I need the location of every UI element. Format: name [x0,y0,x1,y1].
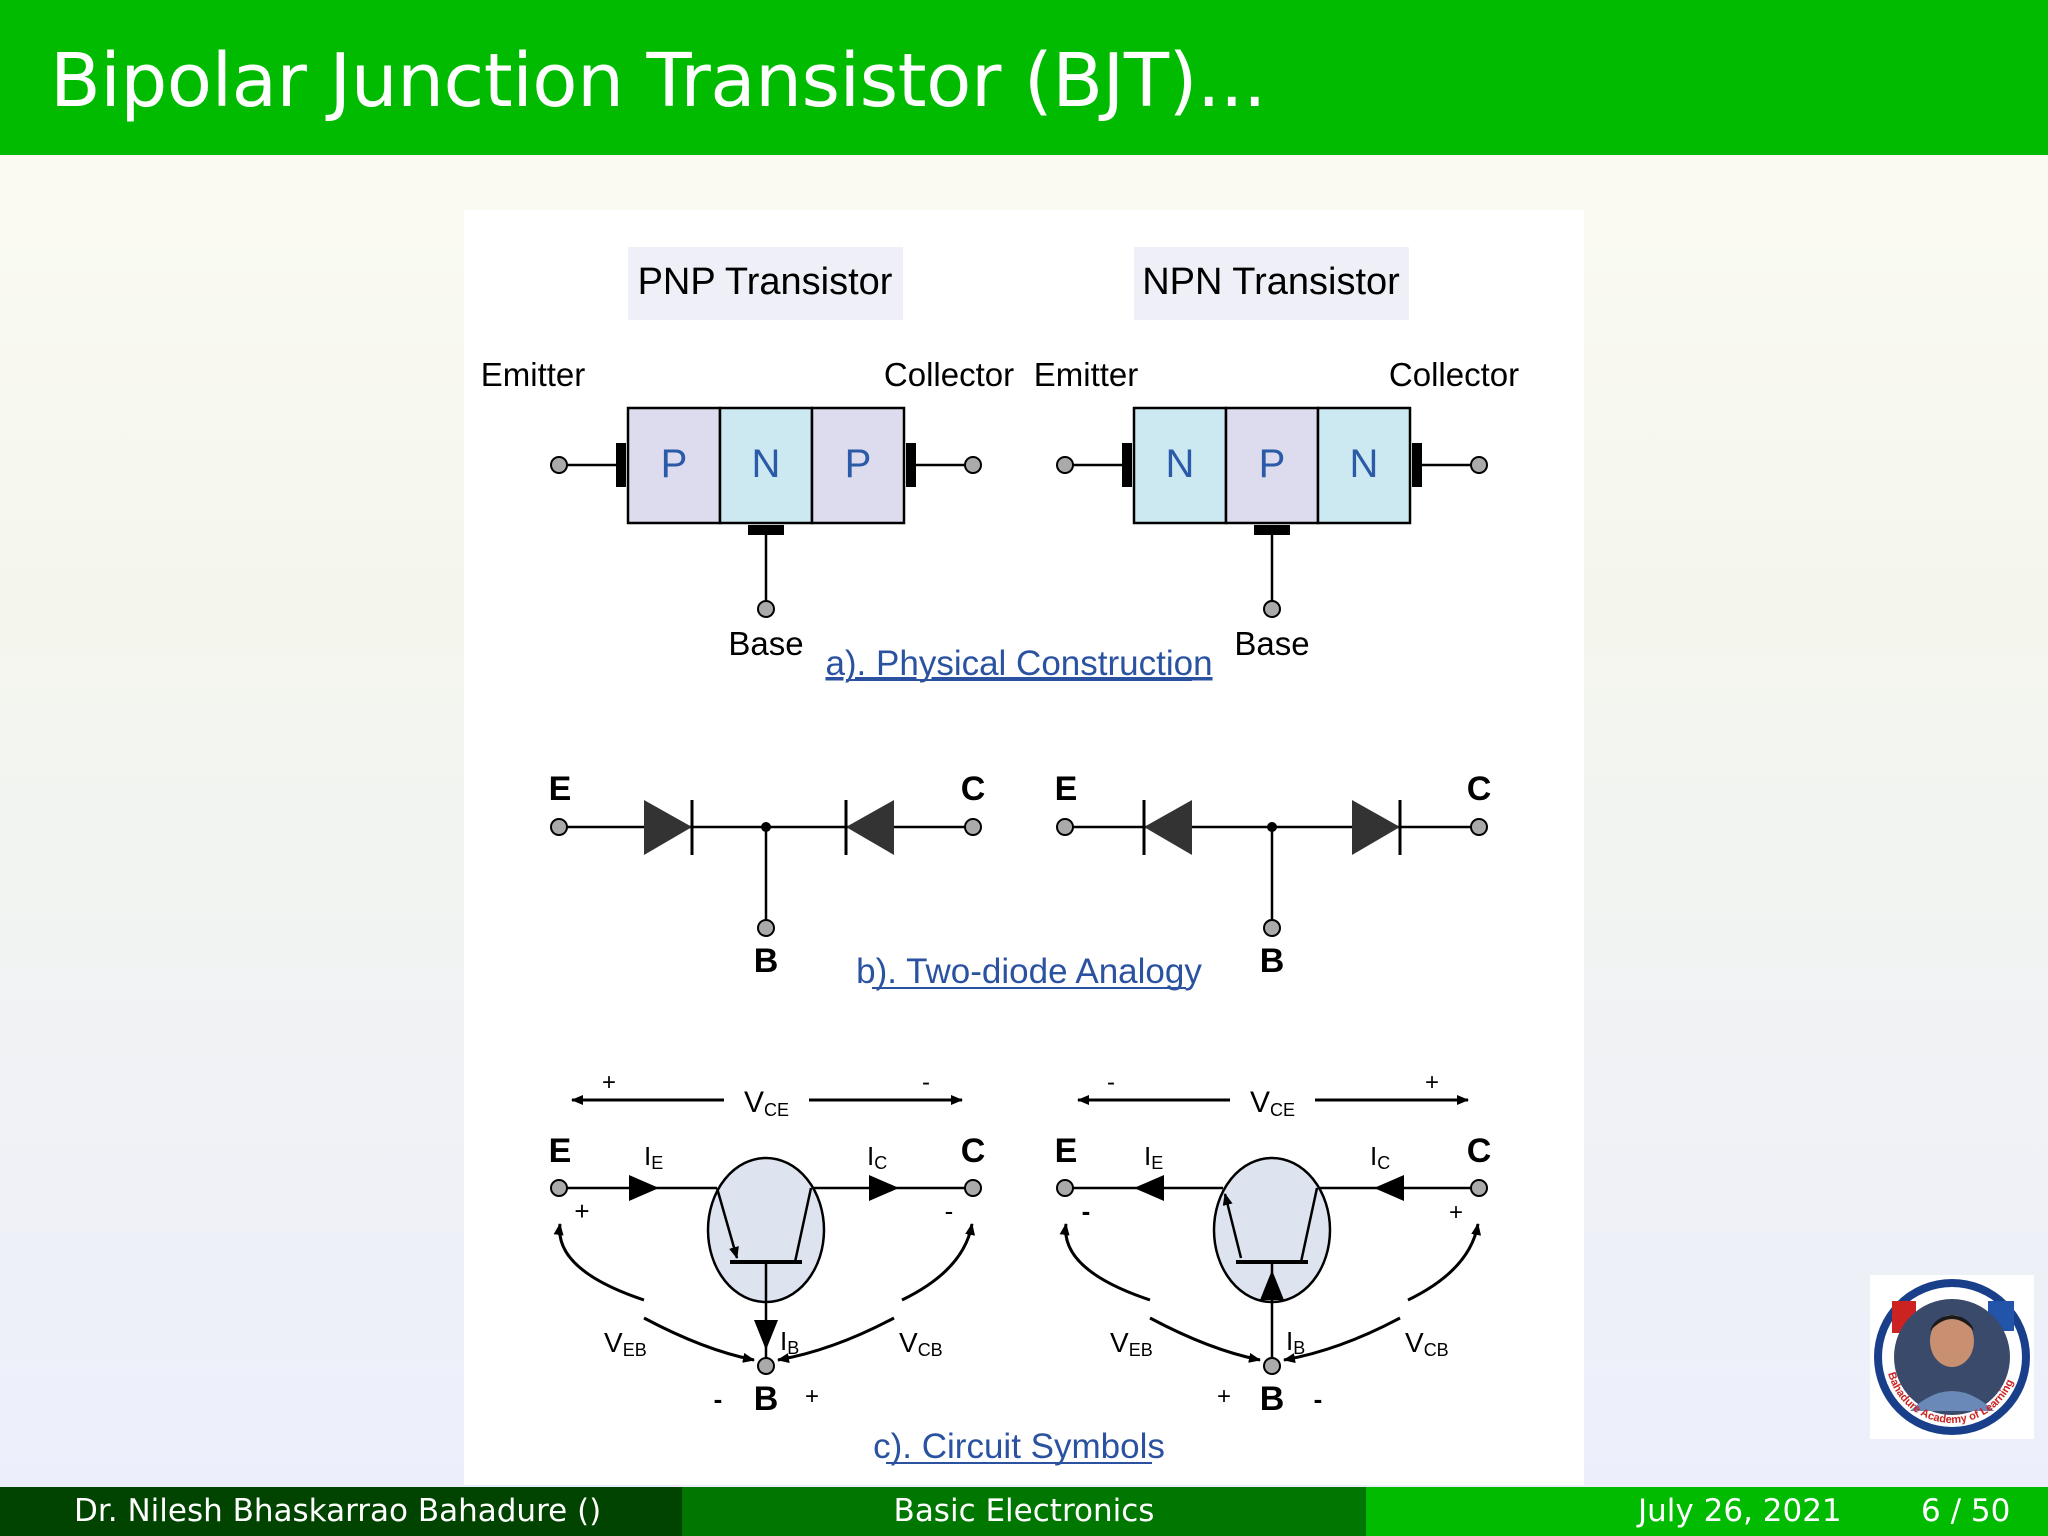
npn-base-right-sign: - [1314,1384,1323,1414]
footer-page-number: 6 / 50 [1921,1493,2011,1529]
npn-symbol-b: B [1260,1380,1285,1418]
npn-vcb-label: VCB [1405,1327,1449,1360]
npn-collector-label: Collector [1389,356,1519,393]
npn-diode-e: E [1055,770,1078,808]
npn-header-box [1134,247,1409,320]
npn-base-label: Base [1234,625,1309,662]
pnp-base-label: Base [728,625,803,662]
footer-bar: Dr. Nilesh Bhaskarrao Bahadure () Basic … [0,1487,2048,1536]
pnp-vcb-label: VCB [899,1327,943,1360]
npn-diode-b: B [1260,942,1285,980]
npn-diode-c: C [1467,770,1492,808]
npn-vce-right-sign: + [1425,1069,1439,1096]
npn-layer-2: P [1259,442,1286,486]
pnp-layer-1: P [661,442,688,486]
npn-layer-3: N [1350,442,1379,486]
pnp-ie-label: IE [644,1141,663,1173]
pnp-physical: Emitter Collector P N P Base [481,356,1014,662]
caption-physical-construction: a). Physical Construction [825,644,1212,683]
pnp-veb-label: VEB [604,1327,647,1360]
footer-date: July 26, 2021 [1638,1493,1842,1529]
pnp-vce-label: VCE [744,1086,789,1120]
pnp-header-box [628,247,903,320]
caption-circuit-symbols: c). Circuit Symbols [873,1427,1165,1466]
pnp-vce-left-sign: + [602,1069,616,1096]
npn-emitter-label: Emitter [1034,356,1139,393]
pnp-vce-right-sign: - [922,1069,930,1096]
pnp-base-right-sign: + [805,1383,819,1410]
npn-ic-label: IC [1370,1141,1390,1173]
pnp-base-left-sign: - [714,1384,723,1414]
pnp-emitter-label: Emitter [481,356,586,393]
footer-right: July 26, 2021 6 / 50 [1366,1487,2048,1536]
author-avatar-logo: Bahadure Academy of Learning [1870,1275,2034,1439]
pnp-diode-c: C [961,770,986,808]
npn-circuit-symbol: - + VCE E C IE IC IB - + VEB VCB B + - [1055,1069,1492,1418]
npn-vce-left-sign: - [1107,1069,1115,1096]
npn-emitter-sign: - [1082,1196,1091,1226]
pnp-collector-sign: - [945,1196,954,1226]
npn-two-diode: E C B [1055,770,1492,980]
npn-collector-sign: + [1449,1199,1463,1226]
pnp-symbol-c: C [961,1132,986,1170]
pnp-circuit-symbol: + - VCE E C IE IC IB + - VEB VCB B - + [549,1069,986,1418]
bjt-figure: PNP Transistor NPN Transistor Emitter Co… [464,210,1584,1485]
footer-author: Dr. Nilesh Bhaskarrao Bahadure () [0,1487,682,1536]
npn-ie-label: IE [1144,1141,1163,1173]
npn-header: NPN Transistor [1142,261,1400,303]
npn-veb-label: VEB [1110,1327,1153,1360]
slide-title: Bipolar Junction Transistor (BJT)... [50,38,1267,124]
pnp-diode-e: E [549,770,572,808]
npn-vce-label: VCE [1250,1086,1295,1120]
npn-symbol-c: C [1467,1132,1492,1170]
npn-physical: Emitter Collector N P N Base [1034,356,1519,662]
npn-symbol-e: E [1055,1132,1078,1170]
pnp-ib-label: IB [780,1326,799,1358]
npn-ib-label: IB [1286,1326,1305,1358]
pnp-ic-label: IC [867,1141,887,1173]
pnp-symbol-b: B [754,1380,779,1418]
pnp-two-diode: E C B [549,770,986,980]
pnp-diode-b: B [754,942,779,980]
pnp-symbol-e: E [549,1132,572,1170]
npn-base-left-sign: + [1217,1383,1231,1410]
title-bar: Bipolar Junction Transistor (BJT)... [0,0,2048,155]
caption-two-diode-analogy: b). Two-diode Analogy [856,952,1202,991]
bjt-diagram: PNP Transistor NPN Transistor Emitter Co… [481,247,1519,1466]
pnp-layer-3: P [845,442,872,486]
pnp-collector-label: Collector [884,356,1014,393]
pnp-header: PNP Transistor [638,261,893,303]
npn-layer-1: N [1166,442,1195,486]
pnp-layer-2: N [752,442,781,486]
footer-course: Basic Electronics [682,1487,1366,1536]
pnp-emitter-sign: + [574,1196,589,1226]
